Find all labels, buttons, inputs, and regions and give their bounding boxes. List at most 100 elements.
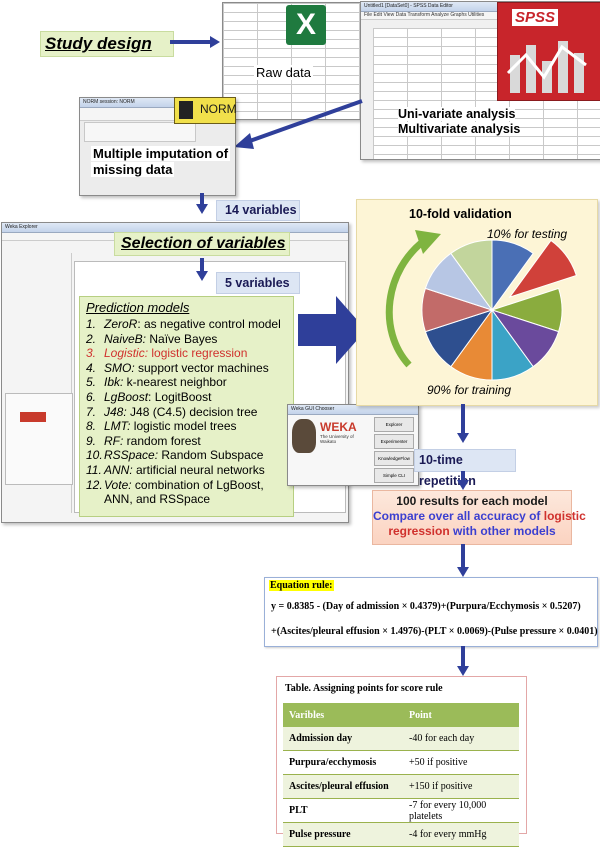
model-number: 5.: [86, 375, 97, 390]
arrow-norm-down: [200, 193, 204, 205]
model-item: 4.SMO: support vector machines: [86, 361, 293, 376]
excel-icon: X: [286, 5, 326, 45]
univariate-label: Uni-variate analysis: [398, 107, 516, 121]
table-cell: Ascites/pleural effusion: [283, 774, 403, 799]
model-name: RSSpace:: [104, 448, 159, 463]
results-logistic: logistic: [543, 509, 586, 523]
equation-line1: y = 0.8385 - (Day of admission × 0.4379)…: [271, 601, 581, 612]
model-number: 1.: [86, 317, 97, 331]
model-description: Random Subspace: [158, 448, 264, 463]
weka-buttons: Explorer Experimenter KnowledgeFlow Simp…: [374, 417, 414, 483]
model-number: 6.: [86, 389, 97, 404]
norm-tabs: [84, 122, 196, 142]
model-description: : as negative control model: [137, 317, 281, 331]
results-regression: regression: [388, 524, 450, 538]
table-row: Ascites/pleural effusion+150 if positive: [283, 774, 519, 799]
table-cell: -7 for every 10,000 platelets: [403, 798, 519, 823]
pie-slice-training: [450, 239, 493, 312]
table-cell: Pulse pressure: [283, 822, 403, 847]
model-description: : LogitBoost: [148, 389, 212, 404]
model-name: SMO:: [104, 360, 135, 375]
table-cell: Purpura/ecchymosis: [283, 750, 403, 775]
arrow-head: [457, 480, 469, 490]
testing-label: 10% for testing: [487, 227, 568, 241]
table-header-variable: Varibles: [283, 703, 403, 727]
arrow-design-to-raw: [170, 40, 212, 44]
model-item: 10.RSSpace: Random Subspace: [86, 448, 293, 463]
table-cell: PLT: [283, 798, 403, 823]
table-cell: +150 if positive: [403, 774, 519, 799]
weka-gui-chooser: Weka GUI Chooser WEKA The University of …: [287, 404, 419, 486]
weka-experimenter-button[interactable]: Experimenter: [374, 434, 414, 449]
model-item: 12.Vote: combination of LgBoost,: [86, 478, 293, 493]
model-number: 3.: [86, 346, 97, 361]
weka-logo: WEKA: [320, 420, 357, 434]
model-name: Logistic:: [104, 346, 149, 361]
table-title: Table. Assigning points for score rule: [285, 683, 443, 694]
vars5-label: 5 variables: [216, 272, 300, 294]
cycle-arrow: [385, 237, 428, 368]
results-line1: 100 results for each model: [396, 494, 548, 508]
model-item: 2.NaiveB: Naïve Bayes: [86, 332, 293, 347]
spss-menu: File Edit View Data Transform Analyze Gr…: [361, 12, 600, 20]
arrow-validation-down: [461, 404, 465, 434]
arrow-head: [457, 666, 469, 676]
weka-left-pane: [5, 253, 72, 513]
results-compare: Compare over all accuracy of: [373, 509, 544, 523]
pie-slice-testing: [508, 239, 578, 299]
table-cell: Admission day: [283, 727, 403, 751]
spss-logo-text: SPSS: [512, 9, 559, 26]
model-name: NaiveB:: [104, 331, 147, 346]
norm-logo-text: NORM: [200, 102, 237, 116]
model-description: logistic model trees: [130, 419, 237, 434]
results-other-models: with other models: [449, 524, 556, 538]
table-header-row: Varibles Point: [283, 703, 519, 727]
model-name: J48:: [104, 404, 127, 419]
validation-panel: 10-fold validation 10% for testing 90% f…: [356, 199, 598, 406]
arrow-repetition-down: [461, 471, 465, 481]
equation-box: Equation rule: y = 0.8385 - (Day of admi…: [264, 577, 598, 647]
model-description: artificial neural networks: [132, 462, 265, 477]
multivariate-label: Multivariate analysis: [398, 122, 521, 136]
norm-logo: NORM: [174, 97, 237, 124]
norm-logo-mark: [179, 101, 193, 119]
imputation-label-2: missing data: [91, 162, 175, 177]
weka-knowledgeflow-button[interactable]: KnowledgeFlow: [374, 451, 414, 466]
model-name: LMT:: [104, 419, 131, 434]
model-number: 7.: [86, 404, 97, 419]
training-label: 90% for training: [427, 383, 512, 397]
arrow-analysis-to-norm: [234, 99, 363, 149]
table-row: Pulse pressure-4 for every mmHg: [283, 822, 519, 847]
weka-explorer-button[interactable]: Explorer: [374, 417, 414, 432]
model-number: 8.: [86, 419, 97, 434]
table-cell: -4 for every mmHg: [403, 822, 519, 847]
model-item: 7.J48: J48 (C4.5) decision tree: [86, 405, 293, 420]
arrow-head: [196, 271, 208, 281]
arrow-head: [457, 433, 469, 443]
spss-logo: SPSS: [497, 2, 600, 101]
model-name: RF:: [104, 433, 124, 448]
cycle-arrow-head: [415, 230, 441, 254]
vars14-label: 14 variables: [216, 200, 300, 221]
arrow-head: [210, 36, 220, 48]
model-description: support vector machines: [134, 360, 269, 375]
model-number: 10.: [86, 448, 103, 463]
model-item: 11.ANN: artificial neural networks: [86, 463, 293, 478]
model-description: combination of LgBoost,: [131, 477, 264, 492]
weka-mini-logo: [20, 412, 46, 422]
model-item: 5.Ibk: k-nearest neighbor: [86, 375, 293, 390]
validation-pie: [385, 230, 578, 381]
table-cell: +50 if positive: [403, 750, 519, 775]
table-row: Purpura/ecchymosis+50 if positive: [283, 750, 519, 775]
model-item: 6.LgBoost: LogitBoost: [86, 390, 293, 405]
prediction-models-box: Prediction models 1.ZeroR: as negative c…: [79, 296, 294, 517]
spss-logo-chart: [506, 41, 587, 93]
weka-simplecli-button[interactable]: Simple CLI: [374, 468, 414, 483]
points-table-box: Table. Assigning points for score rule V…: [276, 676, 527, 847]
arrow-equation-down: [461, 646, 465, 667]
equation-title: Equation rule:: [269, 580, 334, 591]
model-item: 8. LMT: logistic model trees: [86, 419, 293, 434]
study-design-label: Study design: [40, 31, 174, 57]
weka-subtitle: The University of Waikato: [320, 434, 354, 444]
